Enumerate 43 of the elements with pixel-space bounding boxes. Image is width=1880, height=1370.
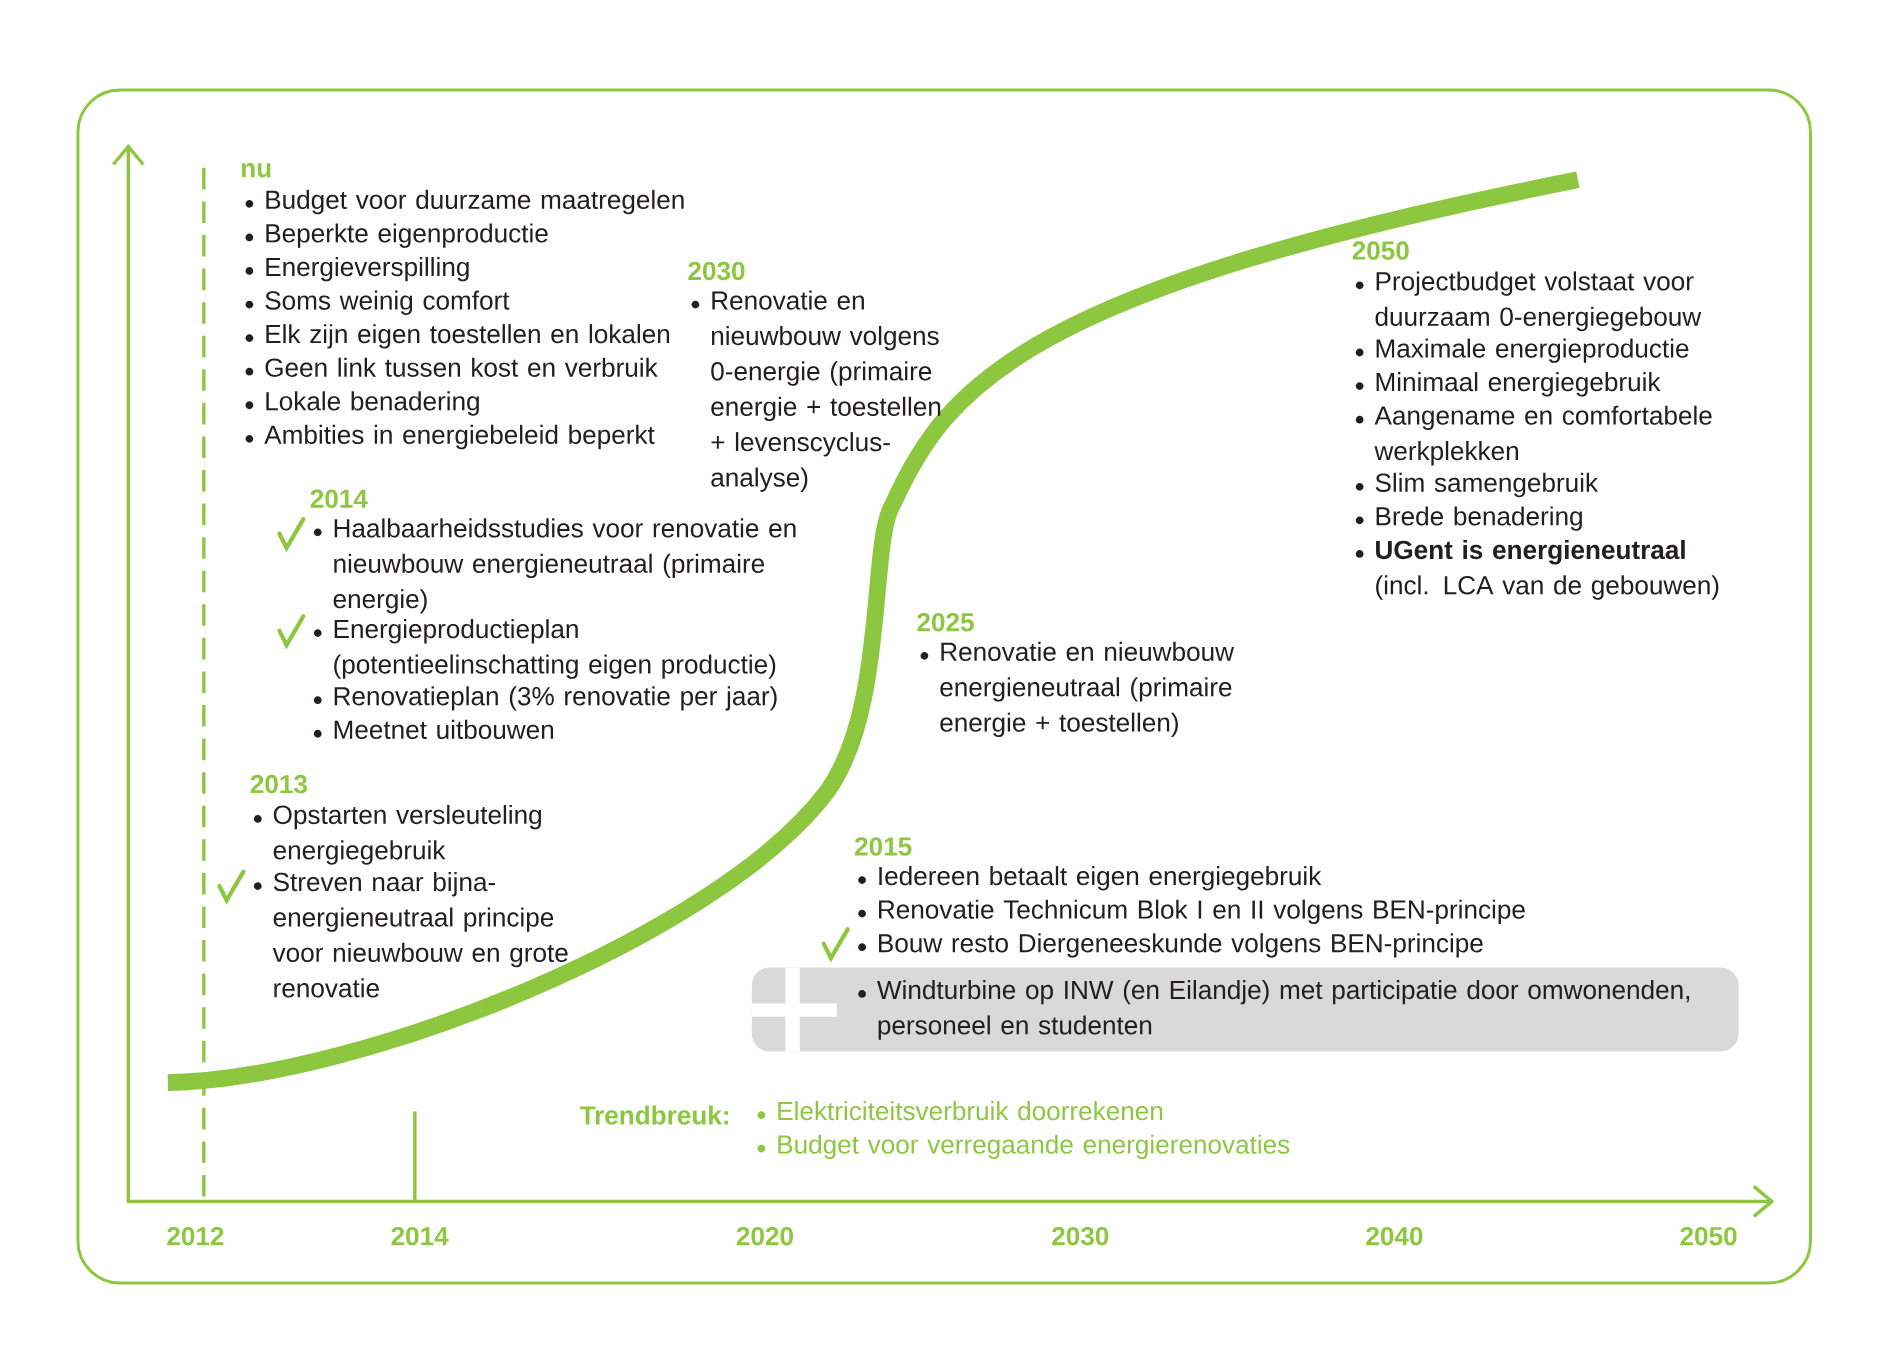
year-heading: 2015 bbox=[855, 837, 912, 856]
bullet-item: Aangename en comfortabele werkplekken bbox=[1355, 405, 1712, 466]
bullet-item: Minimaal energiegebruik bbox=[1355, 371, 1661, 397]
bullet-item: Energieverspilling bbox=[245, 256, 469, 282]
bullet-item: UGent is energieneutraal (incl. LCA van de gebouwen) bbox=[1355, 539, 1719, 600]
year-heading: 2013 bbox=[250, 774, 307, 794]
year-heading: 2030 bbox=[688, 261, 745, 280]
bullet-item: Projectbudget volstaat voor duurzaam 0-energiegebouw bbox=[1355, 271, 1702, 331]
bullet-item: Bouw resto Diergeneeskunde volgens BEN-principe bbox=[858, 933, 1483, 958]
tick-label: 2014 bbox=[391, 1226, 449, 1246]
tick-label: 2040 bbox=[1366, 1226, 1423, 1246]
bullet-item: Renovatieplan (3% renovatie per jaar) bbox=[313, 686, 777, 711]
bullet-item: Soms weinig comfort bbox=[245, 290, 510, 315]
bullet-item: Ambities in energiebeleid beperkt bbox=[245, 424, 655, 449]
tick-label: 2050 bbox=[1680, 1226, 1737, 1246]
bullet-item: Budget voor duurzame maatregelen bbox=[245, 189, 684, 214]
tick-label: 2012 bbox=[167, 1226, 224, 1246]
bullet-item: Energieproductieplan (potentieelinschatting eigen productie) bbox=[313, 618, 776, 679]
bullet-item: Geen link tussen kost en verbruik bbox=[245, 357, 658, 377]
bullet-item: Renovatie Technicum Blok I en II volgens BEN-principe bbox=[858, 899, 1525, 924]
bullet-item: Beperkte eigenproductie bbox=[245, 223, 548, 248]
bullet-item: Renovatie en nieuwbouw energieneutraal (primaire energie + toestellen) bbox=[920, 641, 1235, 737]
year-heading: 2025 bbox=[917, 612, 974, 632]
trend-heading: Trendbreuk: bbox=[579, 1105, 728, 1125]
bullet-item: Opstarten versleuteling energiegebruik bbox=[253, 804, 541, 865]
year-heading: 2050 bbox=[1352, 241, 1409, 260]
bullet-item: Brede benadering bbox=[1355, 506, 1582, 531]
bullet-item: Iedereen betaalt eigen energiegebruik bbox=[858, 865, 1322, 891]
year-heading: nu bbox=[241, 162, 271, 178]
bullet-item: Maximale energieproductie bbox=[1355, 338, 1689, 363]
bullet-item: Lokale benadering bbox=[245, 391, 479, 416]
tick-label: 2020 bbox=[736, 1226, 793, 1246]
highlight-box: Windturbine op INW (en Eilandje) met participatie door omwonenden, personeel en studenten bbox=[751, 967, 1739, 1052]
bullet-item: Budget voor verregaande energierenovaties bbox=[757, 1134, 1290, 1159]
tick-label: 2030 bbox=[1052, 1226, 1109, 1246]
bullet-item: Meetnet uitbouwen bbox=[313, 719, 554, 739]
bullet-item: Slim samengebruik bbox=[1355, 472, 1599, 497]
year-heading: 2014 bbox=[310, 489, 368, 508]
bullet-item: Haalbaarheidsstudies voor renovatie en nieuwbouw energieneutraal (primaire energie) bbox=[313, 518, 796, 614]
bullet-item: Elk zijn eigen toestellen en lokalen bbox=[245, 323, 670, 349]
bullet-item: Elektriciteitsverbruik doorrekenen bbox=[757, 1100, 1163, 1121]
bullet-item: Renovatie en nieuwbouw volgens 0-energie (primaire energie + toestellen + levenscyclus-analyse) bbox=[691, 290, 941, 492]
bullet-item: Streven naar bijna-energieneutraal principe voor nieuwbouw en grote renovatie bbox=[253, 871, 568, 998]
